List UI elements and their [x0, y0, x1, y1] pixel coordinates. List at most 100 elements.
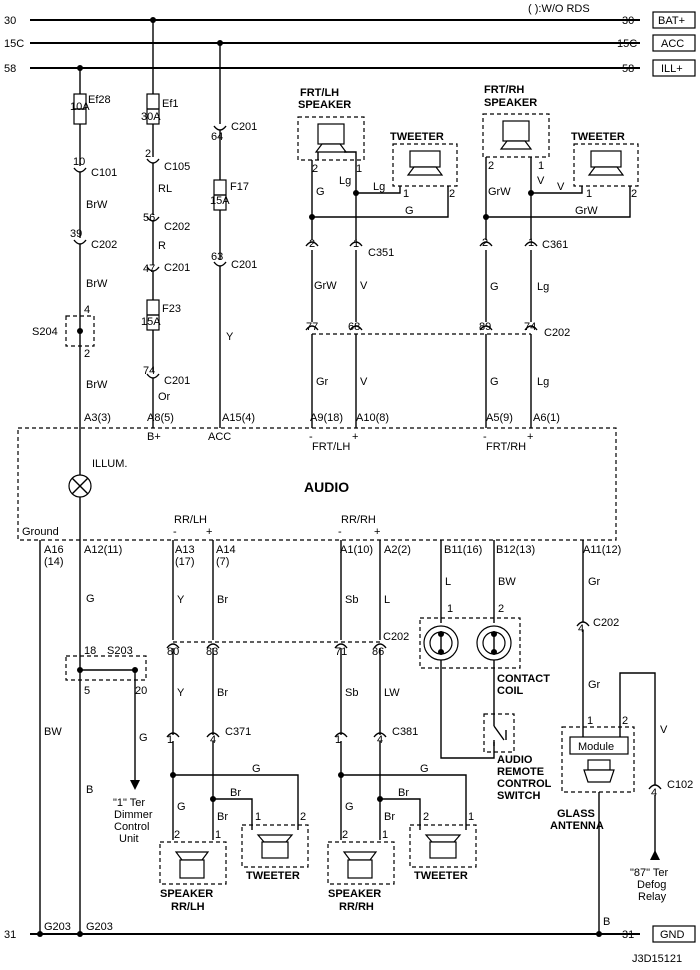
- rr-rh-speaker-label: SPEAKER: [328, 888, 381, 900]
- junction-dot: [170, 772, 176, 778]
- bat-bus-right-label: 30: [622, 15, 634, 27]
- c102-label: C102: [667, 779, 693, 791]
- connector-c202-89: [479, 325, 493, 331]
- splice-s203-dot: [77, 667, 83, 673]
- c202-label-lower: C202: [383, 631, 409, 643]
- frt-lh-plus: +: [352, 431, 358, 443]
- wire-color-bw-2: BW: [498, 576, 516, 588]
- wire: [344, 151, 357, 160]
- wire: [380, 798, 421, 830]
- c201-pin-64: 64: [211, 131, 223, 143]
- rr-lh-speaker-pin-2: 2: [174, 829, 180, 841]
- s203-pin-20: 20: [135, 685, 147, 697]
- wire-color-v: V: [660, 724, 668, 736]
- fuse-ef28-label: Ef28: [88, 94, 111, 106]
- pin-b-plus: B+: [147, 431, 161, 443]
- wire-color-g-rrrh: G: [420, 763, 429, 775]
- fuse-f23-amp: 15A: [141, 316, 161, 328]
- rr-lh-speaker-label: SPEAKER: [160, 888, 213, 900]
- connector-c202-77: [305, 325, 319, 331]
- wire-color-g-rrlh-2: G: [177, 801, 186, 813]
- c351-pin-1: 1: [353, 238, 359, 250]
- connector-c381-1: [334, 732, 348, 738]
- ill-tag-box: [652, 59, 696, 77]
- ground-g203-b: G203: [86, 921, 113, 933]
- wire-color-sb-2: Sb: [345, 687, 358, 699]
- wire-color-l: L: [384, 594, 390, 606]
- c201b-label: C201: [164, 375, 190, 387]
- pin-a14-rds: (7): [216, 556, 229, 568]
- wire-color-lw: LW: [384, 687, 400, 699]
- module-box: [569, 736, 629, 755]
- coil-pin-2: 2: [498, 603, 504, 615]
- c105-label: C105: [164, 161, 190, 173]
- rr-lh-tweeter-pin-2: 2: [300, 811, 306, 823]
- frt-lh-minus: -: [309, 431, 313, 443]
- c202-pin-89: 89: [479, 321, 491, 333]
- connector-c202-83: [206, 643, 220, 649]
- frt-rh-tweeter-pin-2: 2: [631, 188, 637, 200]
- wire-color-lg-2: Lg: [373, 181, 385, 193]
- junction-dot: [377, 796, 383, 802]
- c201-label: C201: [231, 121, 257, 133]
- relay-label-2: Defog: [637, 879, 666, 891]
- frt-lh-tweeter-box: [392, 143, 458, 187]
- fuse-ef1-amp: 30A: [141, 111, 161, 123]
- frt-rh-minus: -: [483, 431, 487, 443]
- frt-lh-speaker-icon: [314, 123, 348, 153]
- wire-color-v: V: [537, 175, 545, 187]
- remote-switch-label-4: SWITCH: [497, 790, 540, 802]
- frt-lh-tweeter-label: TWEETER: [390, 131, 444, 143]
- wire-color-br: Br: [217, 594, 228, 606]
- frt-lh-speaker-box: [297, 116, 365, 161]
- pin-a3: A3(3): [84, 412, 111, 424]
- c202-pin-77: 77: [306, 321, 318, 333]
- frt-rh-tweeter-pin-1: 1: [586, 188, 592, 200]
- c201b-label: C201: [231, 259, 257, 271]
- wire-color-brw: BrW: [86, 199, 108, 211]
- fuse-ef28-amp: 10A: [70, 101, 90, 113]
- connector-c202-4: [576, 621, 590, 627]
- rr-rh-tweeter-icon: [424, 834, 462, 859]
- arrow-down-icon: [130, 780, 140, 790]
- wire-color-g-2: G: [405, 205, 414, 217]
- frt-lh-pin-2: 2: [312, 163, 318, 175]
- rr-lh-tweeter-pin-1: 1: [255, 811, 261, 823]
- frt-lh-tweeter-pin-2: 2: [449, 188, 455, 200]
- rr-rh-speaker-pin-2: 2: [342, 829, 348, 841]
- wire-color-y-2: Y: [177, 687, 185, 699]
- c202-pin-74: 74: [524, 321, 536, 333]
- connector-c361-1: [524, 241, 538, 247]
- rr-lh-speaker-icon: [174, 851, 210, 879]
- connector-c101: [73, 167, 87, 173]
- connector-c361-2: [479, 241, 493, 247]
- connector-c202-71: [334, 643, 348, 649]
- c202-label-antenna: C202: [593, 617, 619, 629]
- s203-label: S203: [107, 645, 133, 657]
- rr-rh-tweeter-pin-2: 2: [423, 811, 429, 823]
- wire: [440, 660, 495, 759]
- rr-rh-plus: +: [374, 526, 380, 538]
- rr-lh-tweeter-icon: [256, 834, 294, 859]
- c201b-pin-74: 74: [143, 365, 155, 377]
- s204-pin-4: 4: [84, 304, 90, 316]
- s203-pin-18: 18: [84, 645, 96, 657]
- dest-4: Unit: [119, 833, 139, 845]
- pin-a9: A9(18): [310, 412, 343, 424]
- junction-dot: [353, 190, 359, 196]
- fuse-f17-label: F17: [230, 181, 249, 193]
- wire-color-bw: BW: [44, 726, 62, 738]
- c201-pin-47: 47: [143, 263, 155, 275]
- wire-color-g-3: G: [490, 376, 499, 388]
- gnd-bus-right-label: 31: [622, 929, 634, 941]
- wire-color-v-3: V: [360, 376, 368, 388]
- rr-rh-label: RR/RH: [341, 514, 376, 526]
- frt-rh-speaker-box: [482, 113, 550, 158]
- connector-c351-2: [305, 241, 319, 247]
- acc-tag: ACC: [661, 38, 684, 50]
- s204-label: S204: [32, 326, 58, 338]
- contact-coil-label-1: CONTACT: [497, 673, 550, 685]
- connector-c351-1: [349, 241, 363, 247]
- frt-rh-pin-2: 2: [488, 160, 494, 172]
